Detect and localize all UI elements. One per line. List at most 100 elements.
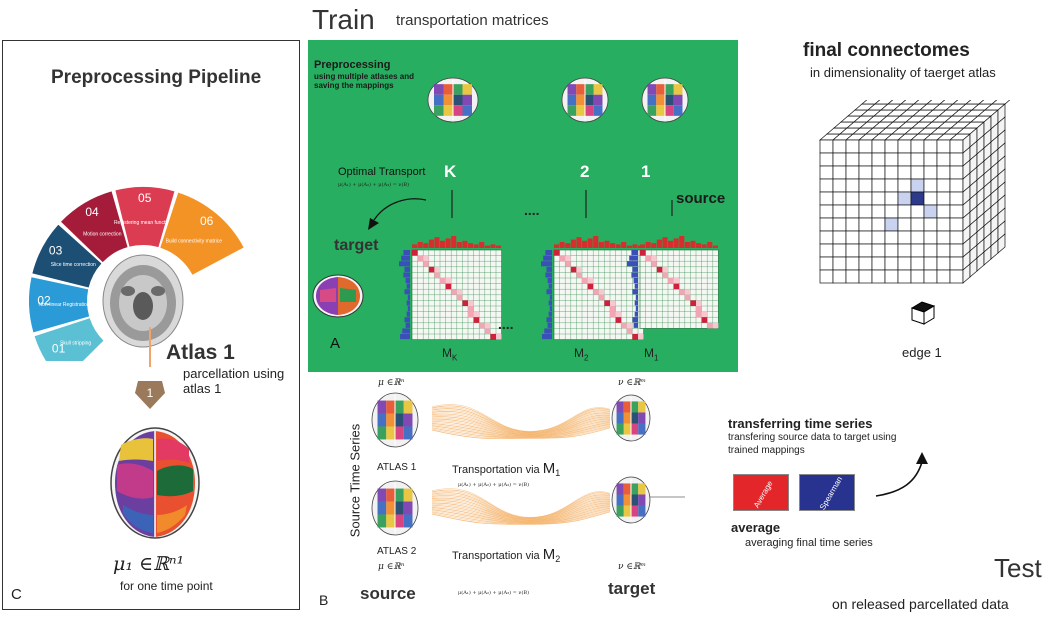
target-label: target (334, 237, 379, 254)
pipeline-step-label: Motion correction (83, 231, 122, 237)
cube-front-cell (819, 243, 834, 258)
cube-front-cell (832, 243, 847, 258)
transport-matrix-1 (627, 236, 719, 329)
atlas1-subtitle: parcellation using atlas 1 (183, 366, 285, 396)
cube-front-cell (819, 165, 834, 180)
cube-front-cell (949, 243, 964, 258)
cube-front-cell (949, 269, 964, 284)
test-heading: Test (994, 553, 1042, 583)
mu-space-bottom: μ ∈ℝⁿ (378, 562, 405, 572)
source-time-series-label: Source Time Series (347, 423, 363, 538)
target-brain-image (312, 274, 364, 318)
target-label-b: target (608, 579, 656, 598)
cube-front-cell (923, 230, 938, 245)
ellipsis-top: .... (524, 202, 540, 218)
cube-front-cell (923, 178, 938, 193)
cube-front-cell (832, 178, 847, 193)
cube-top-cell (926, 100, 946, 105)
cube-front-cell (884, 243, 899, 258)
cube-front-cell (897, 256, 912, 271)
pipeline-step-label: Non-linear Registration (38, 302, 89, 308)
panel-letter-c: C (11, 586, 22, 603)
cube-front-cell (858, 230, 873, 245)
pipeline-title: Preprocessing Pipeline (51, 67, 262, 88)
source-brain-atlas2 (371, 480, 419, 536)
cube-front-cell (832, 217, 847, 232)
atlas-brain-1 (641, 77, 689, 123)
cube-front-cell (819, 178, 834, 193)
target-brain-top (611, 394, 651, 442)
pipeline-step-01 (34, 318, 104, 361)
cube-front-cell (910, 191, 925, 206)
cube-front-cell (845, 178, 860, 193)
cube-front-cell (819, 269, 834, 284)
cube-front-cell (858, 165, 873, 180)
cube-front-cell (936, 139, 951, 154)
mu1-caption: for one time point (120, 579, 213, 593)
cube-top-cell (939, 100, 959, 105)
preprocessing-label: Preprocessing (314, 59, 391, 71)
cube-front-cell (936, 204, 951, 219)
cube-front-cell (819, 230, 834, 245)
nu-space-top: ν ∈ℝᵐ (618, 378, 646, 388)
cube-front-cell (936, 165, 951, 180)
cube-front-cell (923, 269, 938, 284)
transport-m1-label: Transportation via M1 (452, 460, 561, 479)
train-heading: Train (312, 4, 375, 35)
atlas1-label: ATLAS 1 (377, 462, 417, 473)
cube-front-cell (897, 269, 912, 284)
cube-front-cell (949, 256, 964, 271)
pipeline-step-label: Registering mean functiona (114, 220, 175, 226)
cube-front-cell (949, 165, 964, 180)
cube-front-cell (832, 204, 847, 219)
connector-line (149, 327, 151, 367)
cube-front-cell (858, 191, 873, 206)
index-2: 2 (580, 162, 590, 181)
cube-front-cell (819, 139, 834, 154)
cube-front-cell (910, 217, 925, 232)
cube-front-cell (884, 191, 899, 206)
transport-arrow-icon (373, 198, 427, 221)
cube-front-cell (884, 178, 899, 193)
cube-front-cell (923, 152, 938, 167)
average-box: Average (733, 474, 789, 511)
matrix-label-m1: M1 (644, 346, 659, 363)
cube-front-cell (910, 152, 925, 167)
cube-front-cell (884, 152, 899, 167)
cube-front-cell (858, 243, 873, 258)
cube-front-cell (871, 269, 886, 284)
cube-top-cell (913, 100, 933, 105)
cube-front-cell (923, 165, 938, 180)
cube-front-cell (832, 269, 847, 284)
cube-front-cell (819, 191, 834, 206)
pipeline-step-number: 04 (85, 205, 99, 219)
cube-side-cell (997, 233, 1006, 254)
index-1: 1 (641, 162, 651, 181)
cube-top-cell (874, 100, 894, 105)
cube-front-cell (949, 204, 964, 219)
atlas-marker-icon: 1 (135, 381, 165, 409)
spearman-box: Spearman (799, 474, 855, 512)
cube-front-cell (871, 256, 886, 271)
mu-space-top: μ ∈ℝⁿ (378, 378, 405, 388)
cube-front-cell (832, 165, 847, 180)
connectomes-title: final connectomes (803, 40, 970, 61)
cube-front-cell (871, 178, 886, 193)
cube-front-cell (897, 217, 912, 232)
cube-front-cell (949, 178, 964, 193)
cube-front-cell (871, 152, 886, 167)
optimal-transport-equation: μ(A₁) + μ(A₂) + μ(A₃) = ν(B) (338, 182, 410, 188)
cube-front-cell (871, 243, 886, 258)
cube-front-cell (832, 139, 847, 154)
cube-front-cell (949, 139, 964, 154)
source-label: source (676, 190, 726, 207)
cube-front-cell (923, 204, 938, 219)
cube-front-cell (897, 178, 912, 193)
cube-front-cell (845, 269, 860, 284)
cube-front-cell (858, 204, 873, 219)
panel-letter-b: B (319, 592, 329, 608)
cube-front-cell (884, 165, 899, 180)
source-label-b: source (360, 584, 416, 603)
pipeline-step-number: 01 (52, 342, 66, 356)
